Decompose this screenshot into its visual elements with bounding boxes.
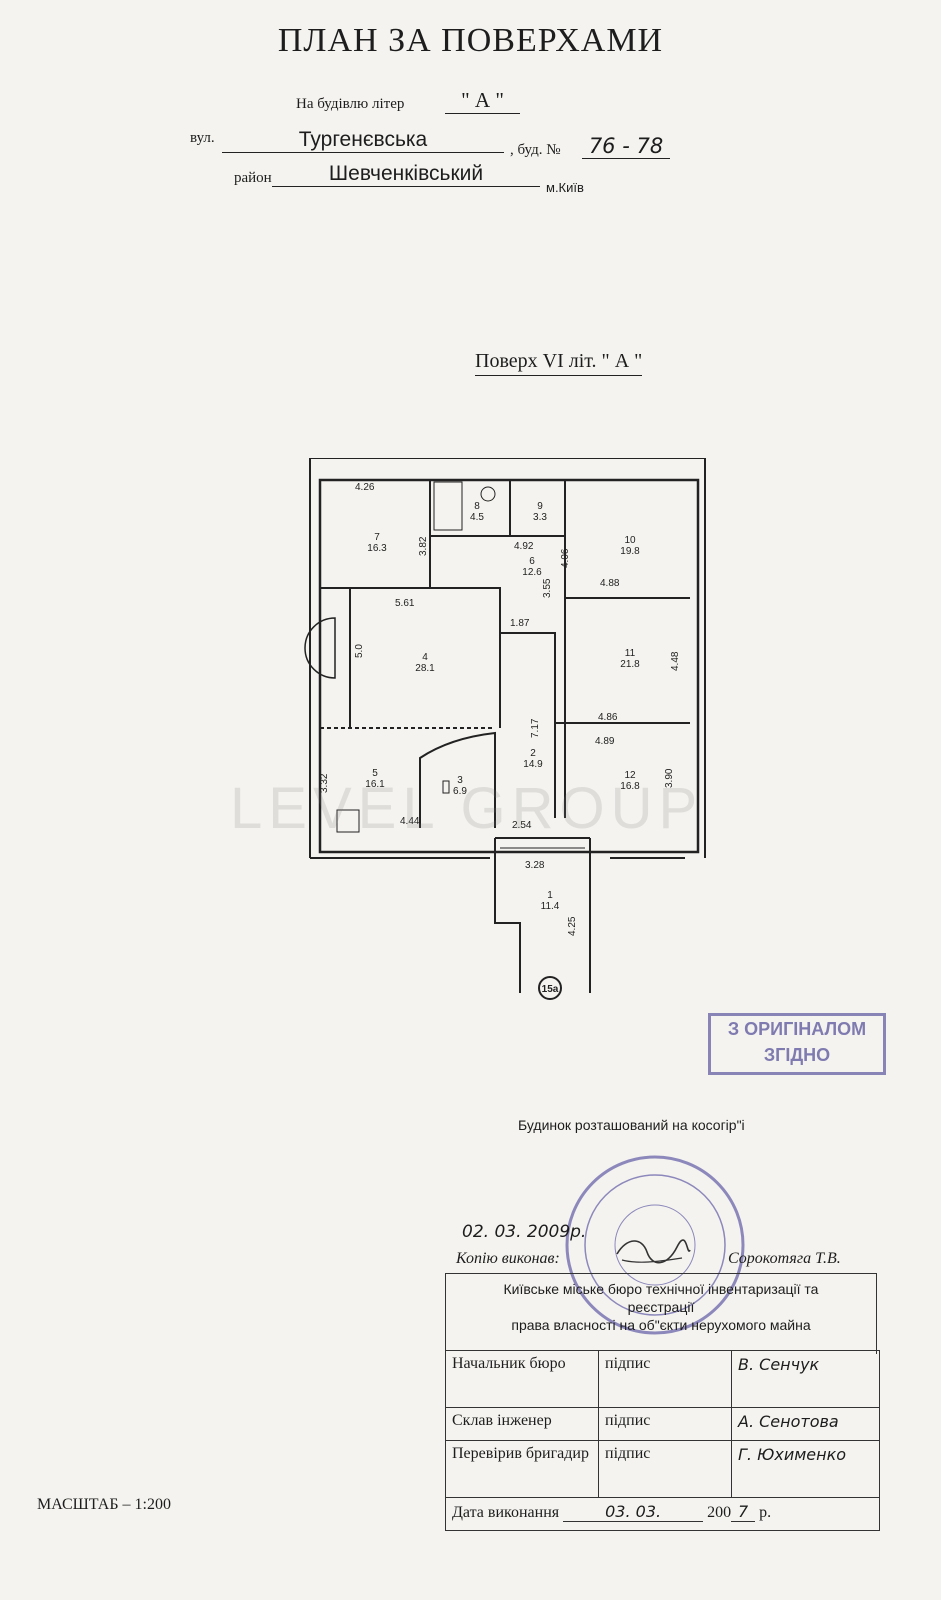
name-cell: Г. Юхименко: [731, 1440, 880, 1498]
sign-cell: підпис: [598, 1440, 732, 1498]
name-cell: В. Сенчук: [731, 1350, 880, 1408]
signature-row: Перевірив бригадир підпис Г. Юхименко: [445, 1440, 880, 1498]
role-cell: Склав інженер: [445, 1407, 599, 1441]
date-day: 03. 03.: [563, 1502, 704, 1522]
room-number: 11: [625, 648, 636, 659]
dimension-label: 4.89: [595, 736, 615, 747]
copy-name: Сорокотяга Т.В.: [728, 1250, 841, 1267]
stamp-line1: З ОРИГІНАЛОМ: [727, 1019, 867, 1039]
date-year-prefix: 200: [707, 1504, 732, 1521]
room-area: 3.3: [533, 512, 547, 523]
dimension-label: 4.86: [598, 712, 618, 723]
signature-row: Склав інженер підпис А. Сенотова: [445, 1407, 880, 1441]
slope-note: Будинок розташований на косогір"і: [518, 1117, 745, 1133]
district-label: район: [234, 170, 272, 186]
room-area: 6.9: [453, 786, 467, 797]
bureau-line3: права власності на об"єкти нерухомого ма…: [511, 1317, 811, 1333]
house-label: , буд. №: [510, 142, 561, 158]
original-stamp: З ОРИГІНАЛОМ ЗГІДНО: [708, 1013, 886, 1075]
city-label: м.Київ: [546, 180, 584, 195]
dimension-label: 4.92: [514, 541, 534, 552]
room-area: 14.9: [523, 759, 543, 770]
dimension-label: 3.32: [319, 773, 330, 793]
dimension-label: 3.82: [418, 536, 429, 556]
page-title: ПЛАН ЗА ПОВЕРХАМИ: [277, 22, 664, 59]
dimension-label: 3.55: [542, 578, 553, 598]
dimension-label: 4.26: [355, 482, 375, 493]
room-number: 9: [537, 501, 543, 512]
dimension-label: 4.48: [670, 651, 681, 671]
bureau-line2: реєстрації: [627, 1299, 695, 1315]
name-cell: А. Сенотова: [731, 1407, 880, 1441]
copy-label: Копію виконав:: [456, 1250, 560, 1267]
sign-cell: підпис: [598, 1407, 732, 1441]
floor-title: Поверх VI літ. " А ": [475, 350, 643, 376]
bureau-header: Київське міське бюро технічної інвентари…: [445, 1273, 877, 1354]
watermark: LEVEL GROUP: [230, 776, 704, 841]
room-area: 12.6: [522, 567, 542, 578]
room-number: 2: [530, 748, 536, 759]
room-number: 6: [529, 556, 535, 567]
date-year-digit: 7: [731, 1502, 756, 1522]
dimension-label: 4.06: [560, 548, 571, 568]
room-number: 10: [624, 535, 636, 546]
copy-date: 02. 03. 2009р.: [462, 1222, 587, 1242]
room-area: 19.8: [620, 546, 640, 557]
dimension-label: 5.61: [395, 598, 415, 609]
role-cell: Начальник бюро: [445, 1350, 599, 1408]
room-area: 16.8: [620, 781, 640, 792]
room-area: 4.5: [470, 512, 484, 523]
dimension-label: 2.54: [512, 820, 532, 831]
building-label: На будівлю літер: [296, 96, 405, 112]
room-number: 12: [624, 770, 636, 781]
stamp-line2: ЗГІДНО: [763, 1045, 831, 1065]
building-letter: " А ": [445, 88, 520, 114]
dimension-label: 5.0: [354, 644, 365, 658]
sign-cell: підпис: [598, 1350, 732, 1408]
dimension-label: 4.44: [400, 816, 420, 827]
dimension-label: 3.90: [664, 768, 675, 788]
street-label: вул.: [190, 130, 215, 146]
dimension-label: 7.17: [530, 718, 541, 738]
date-label: Дата виконання: [452, 1504, 560, 1521]
house-value: 76 - 78: [582, 134, 670, 159]
room-area: 28.1: [415, 663, 435, 674]
room-area: 16.3: [367, 543, 387, 554]
date-suffix: р.: [759, 1504, 772, 1521]
scale-label: МАСШТАБ – 1:200: [37, 1496, 171, 1513]
signature: [616, 1239, 691, 1264]
room-area: 21.8: [620, 659, 640, 670]
room-number: 3: [457, 775, 463, 786]
district-value: Шевченківський: [272, 162, 540, 187]
room-number: 4: [422, 652, 428, 663]
role-cell: Перевірив бригадир: [445, 1440, 599, 1498]
dimension-label: 1.87: [510, 618, 530, 629]
bureau-line1: Київське міське бюро технічної інвентари…: [503, 1281, 819, 1297]
street-value: Тургенєвська: [222, 128, 504, 153]
round-seal: [565, 1155, 745, 1335]
room-number: 7: [374, 532, 380, 543]
dimension-label: 4.88: [600, 578, 620, 589]
dimension-label: 3.28: [525, 860, 545, 871]
room-number: 1: [547, 890, 553, 901]
signature-row: Начальник бюро підпис В. Сенчук: [445, 1350, 880, 1408]
dimension-label: 4.25: [567, 916, 578, 936]
stair-label: 15а: [542, 984, 559, 995]
room-area: 11.4: [541, 901, 560, 912]
floor-plan: 15а 111.4214.936.9428.1516.1612.6716.384…: [304, 458, 706, 1000]
signatures-table: Начальник бюро підпис В. Сенчук Склав ін…: [445, 1350, 880, 1531]
room-number: 8: [474, 501, 480, 512]
room-area: 16.1: [365, 779, 385, 790]
room-number: 5: [372, 768, 378, 779]
